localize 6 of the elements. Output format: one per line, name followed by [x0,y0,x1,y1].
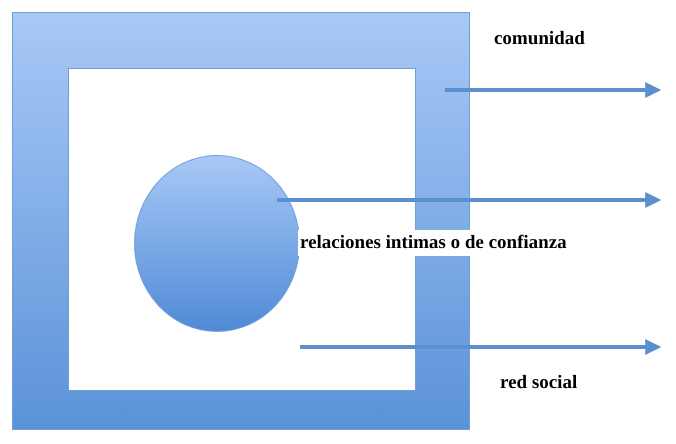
arrow [277,192,662,208]
arrow [300,339,662,355]
region-label: relaciones intimas o de confianza [298,230,569,256]
region-label: red social [500,372,578,394]
arrow [445,82,662,98]
region-label: comunidad [494,28,585,50]
